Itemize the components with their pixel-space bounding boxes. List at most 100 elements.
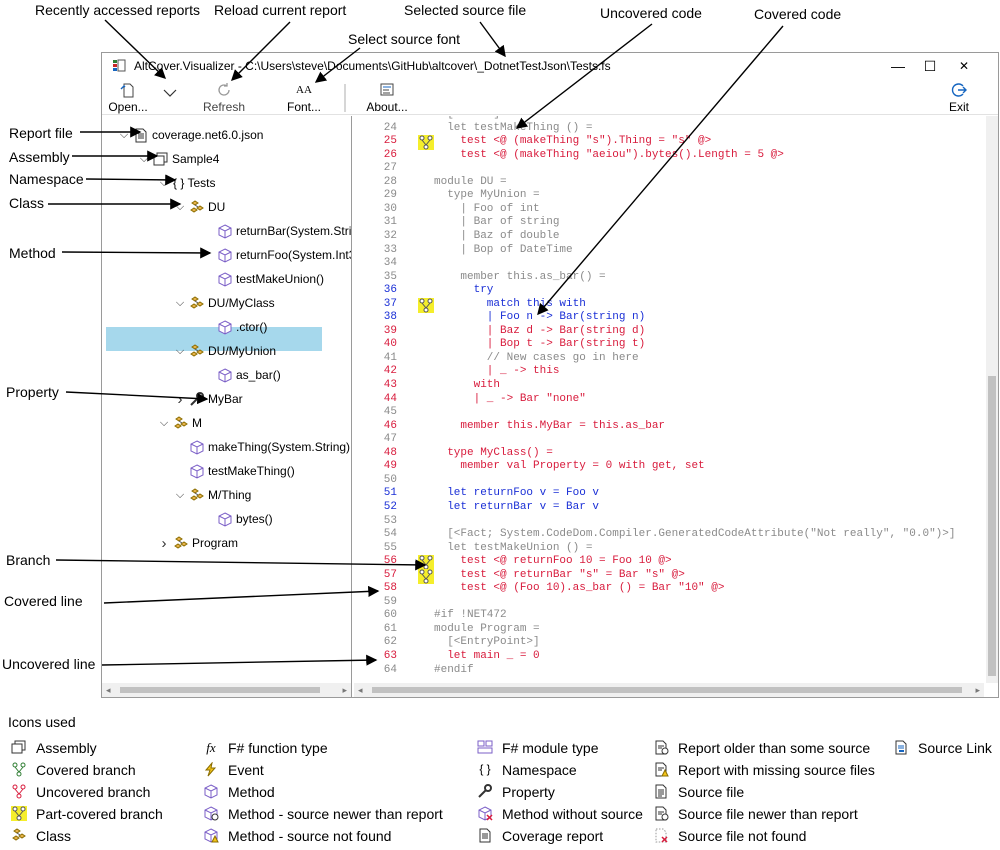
legend-heading: Icons used — [8, 714, 76, 730]
code-vertical-scrollbar[interactable] — [986, 116, 998, 683]
tree-node[interactable]: ⌵DU/MyUnion — [174, 340, 276, 362]
code-line: 34 — [354, 257, 994, 271]
code-text: let returnFoo v = Foo v — [434, 487, 600, 500]
code-line: 37 match this with — [354, 297, 994, 313]
minimize-button[interactable]: — — [891, 58, 905, 74]
tree-node[interactable]: ⌵DU — [174, 196, 226, 218]
tree-node[interactable]: makeThing(System.String) — [174, 436, 350, 458]
line-number: 58 — [383, 582, 397, 595]
tree-node[interactable]: returnBar(System.String) — [202, 220, 351, 242]
chevron-right-icon[interactable]: › — [161, 534, 167, 552]
callout-namespace: Namespace — [9, 171, 84, 187]
covered-branch-icon — [10, 762, 28, 778]
assembly-icon — [153, 152, 168, 166]
code-line: 43 with — [354, 379, 994, 393]
tree-node[interactable]: .ctor() — [202, 316, 267, 338]
scroll-right-icon[interactable]: ▸ — [975, 685, 980, 695]
chevron-down-icon[interactable]: ⌵ — [175, 344, 185, 357]
line-number: 36 — [383, 284, 397, 297]
exit-button[interactable]: Exit — [944, 81, 974, 114]
maximize-button[interactable]: ☐ — [923, 58, 937, 74]
tree-horizontal-scrollbar[interactable]: ◂ ▸ — [102, 683, 351, 697]
close-button[interactable]: ✕ — [958, 59, 970, 73]
tree-node[interactable]: ⌵M — [158, 412, 202, 434]
exit-icon — [951, 83, 967, 97]
part-covered-branch-icon[interactable] — [418, 135, 434, 156]
code-line: 26 test <@ (makeThing "aeiou").bytes().L… — [354, 149, 994, 163]
refresh-button[interactable]: Refresh — [202, 81, 246, 114]
code-scroll-thumb[interactable] — [988, 376, 996, 676]
app-window: AltCover.Visualizer - C:\Users\steve\Doc… — [101, 52, 999, 698]
legend-item: Covered branch — [10, 762, 136, 778]
tree-node[interactable]: bytes() — [202, 508, 273, 530]
code-line: 55 let testMakeUnion () = — [354, 542, 994, 556]
code-line: 50 — [354, 474, 994, 488]
legend-label: Covered branch — [36, 762, 136, 778]
chevron-down-icon[interactable]: ⌵ — [159, 176, 169, 189]
code-text: test <@ returnFoo 10 = Foo 10 @> — [434, 555, 672, 568]
line-number: 59 — [383, 595, 397, 608]
chevron-down-icon[interactable]: ⌵ — [175, 296, 185, 309]
code-line: 59 — [354, 596, 994, 610]
open-button[interactable]: Open... — [108, 81, 148, 114]
code-text: | _ -> this — [434, 365, 560, 378]
code-text: member val Property = 0 with get, set — [434, 460, 705, 473]
line-number: 26 — [383, 148, 397, 161]
class-icon — [189, 200, 204, 214]
scroll-right-icon[interactable]: ▸ — [342, 685, 347, 695]
code-text: member this.MyBar = this.as_bar — [434, 419, 666, 432]
callout-recent-reports: Recently accessed reports — [35, 2, 200, 18]
tree-node[interactable]: returnFoo(System.Int32) — [202, 244, 351, 266]
part-covered-branch-icon[interactable] — [418, 568, 434, 590]
legend-label: F# module type — [502, 740, 599, 756]
method-icon — [189, 440, 204, 455]
scroll-left-icon[interactable]: ◂ — [358, 685, 363, 695]
tree-node[interactable]: ⌵DU/MyClass — [174, 292, 275, 314]
tree-node[interactable]: ⌵coverage.net6.0.json — [118, 124, 263, 146]
legend-item: Event — [202, 761, 264, 778]
open-file-icon — [120, 83, 134, 98]
tree-node-label: Program — [192, 536, 239, 550]
code-line: 49 member val Property = 0 with get, set — [354, 460, 994, 474]
code-text: type MyUnion = — [434, 189, 540, 202]
tree-node[interactable]: as_bar() — [202, 364, 281, 386]
chevron-down-icon[interactable]: ⌵ — [175, 200, 185, 213]
code-text: // New cases go in here — [434, 351, 639, 364]
tree-node[interactable]: ⌵Sample4 — [138, 148, 220, 170]
font-button[interactable]: AA Font... — [284, 81, 324, 114]
line-number: 52 — [383, 500, 397, 513]
scroll-left-icon[interactable]: ◂ — [106, 685, 111, 695]
tree-node[interactable]: ›MyBar — [174, 388, 243, 410]
method-icon — [217, 224, 232, 239]
tree-node[interactable]: ⌵M/Thing — [174, 484, 252, 506]
chevron-down-icon[interactable]: ⌵ — [139, 152, 149, 165]
tree-node[interactable]: ⌵{ } Tests — [158, 172, 216, 194]
method-icon — [189, 464, 204, 479]
line-number: 46 — [383, 419, 397, 432]
chevron-right-icon[interactable]: › — [177, 390, 183, 408]
legend-label: Class — [36, 828, 72, 844]
line-number: 24 — [383, 121, 397, 134]
code-scroll-thumb-h[interactable] — [372, 687, 962, 693]
legend-label: Method without source — [502, 806, 643, 822]
recent-reports-dropdown[interactable] — [160, 87, 180, 101]
chevron-down-icon[interactable]: ⌵ — [175, 488, 185, 501]
property-icon — [476, 784, 494, 800]
line-number: 28 — [383, 175, 397, 188]
code-horizontal-scrollbar[interactable]: ◂ ▸ — [354, 683, 984, 697]
part-covered-branch-icon[interactable] — [418, 297, 434, 319]
tree-node[interactable]: testMakeUnion() — [202, 268, 324, 290]
chevron-down-icon[interactable]: ⌵ — [159, 416, 169, 429]
line-number: 57 — [383, 568, 397, 581]
code-line: 58 test <@ (Foo 10).as_bar () = Bar "10"… — [354, 582, 994, 596]
tree-node[interactable]: › Program — [158, 532, 239, 554]
chevron-down-icon[interactable]: ⌵ — [119, 128, 129, 141]
tree-node[interactable]: testMakeThing() — [174, 460, 295, 482]
tree-scroll-thumb[interactable] — [120, 687, 320, 693]
refresh-label: Refresh — [202, 100, 246, 114]
code-line: 25 test <@ (makeThing "s").Thing = "s" @… — [354, 135, 994, 151]
about-button[interactable]: About... — [364, 81, 410, 114]
tree-node-label: returnFoo(System.Int32) — [236, 248, 351, 262]
code-text: #endif — [434, 663, 474, 676]
legend-label: Source file not found — [678, 828, 807, 844]
